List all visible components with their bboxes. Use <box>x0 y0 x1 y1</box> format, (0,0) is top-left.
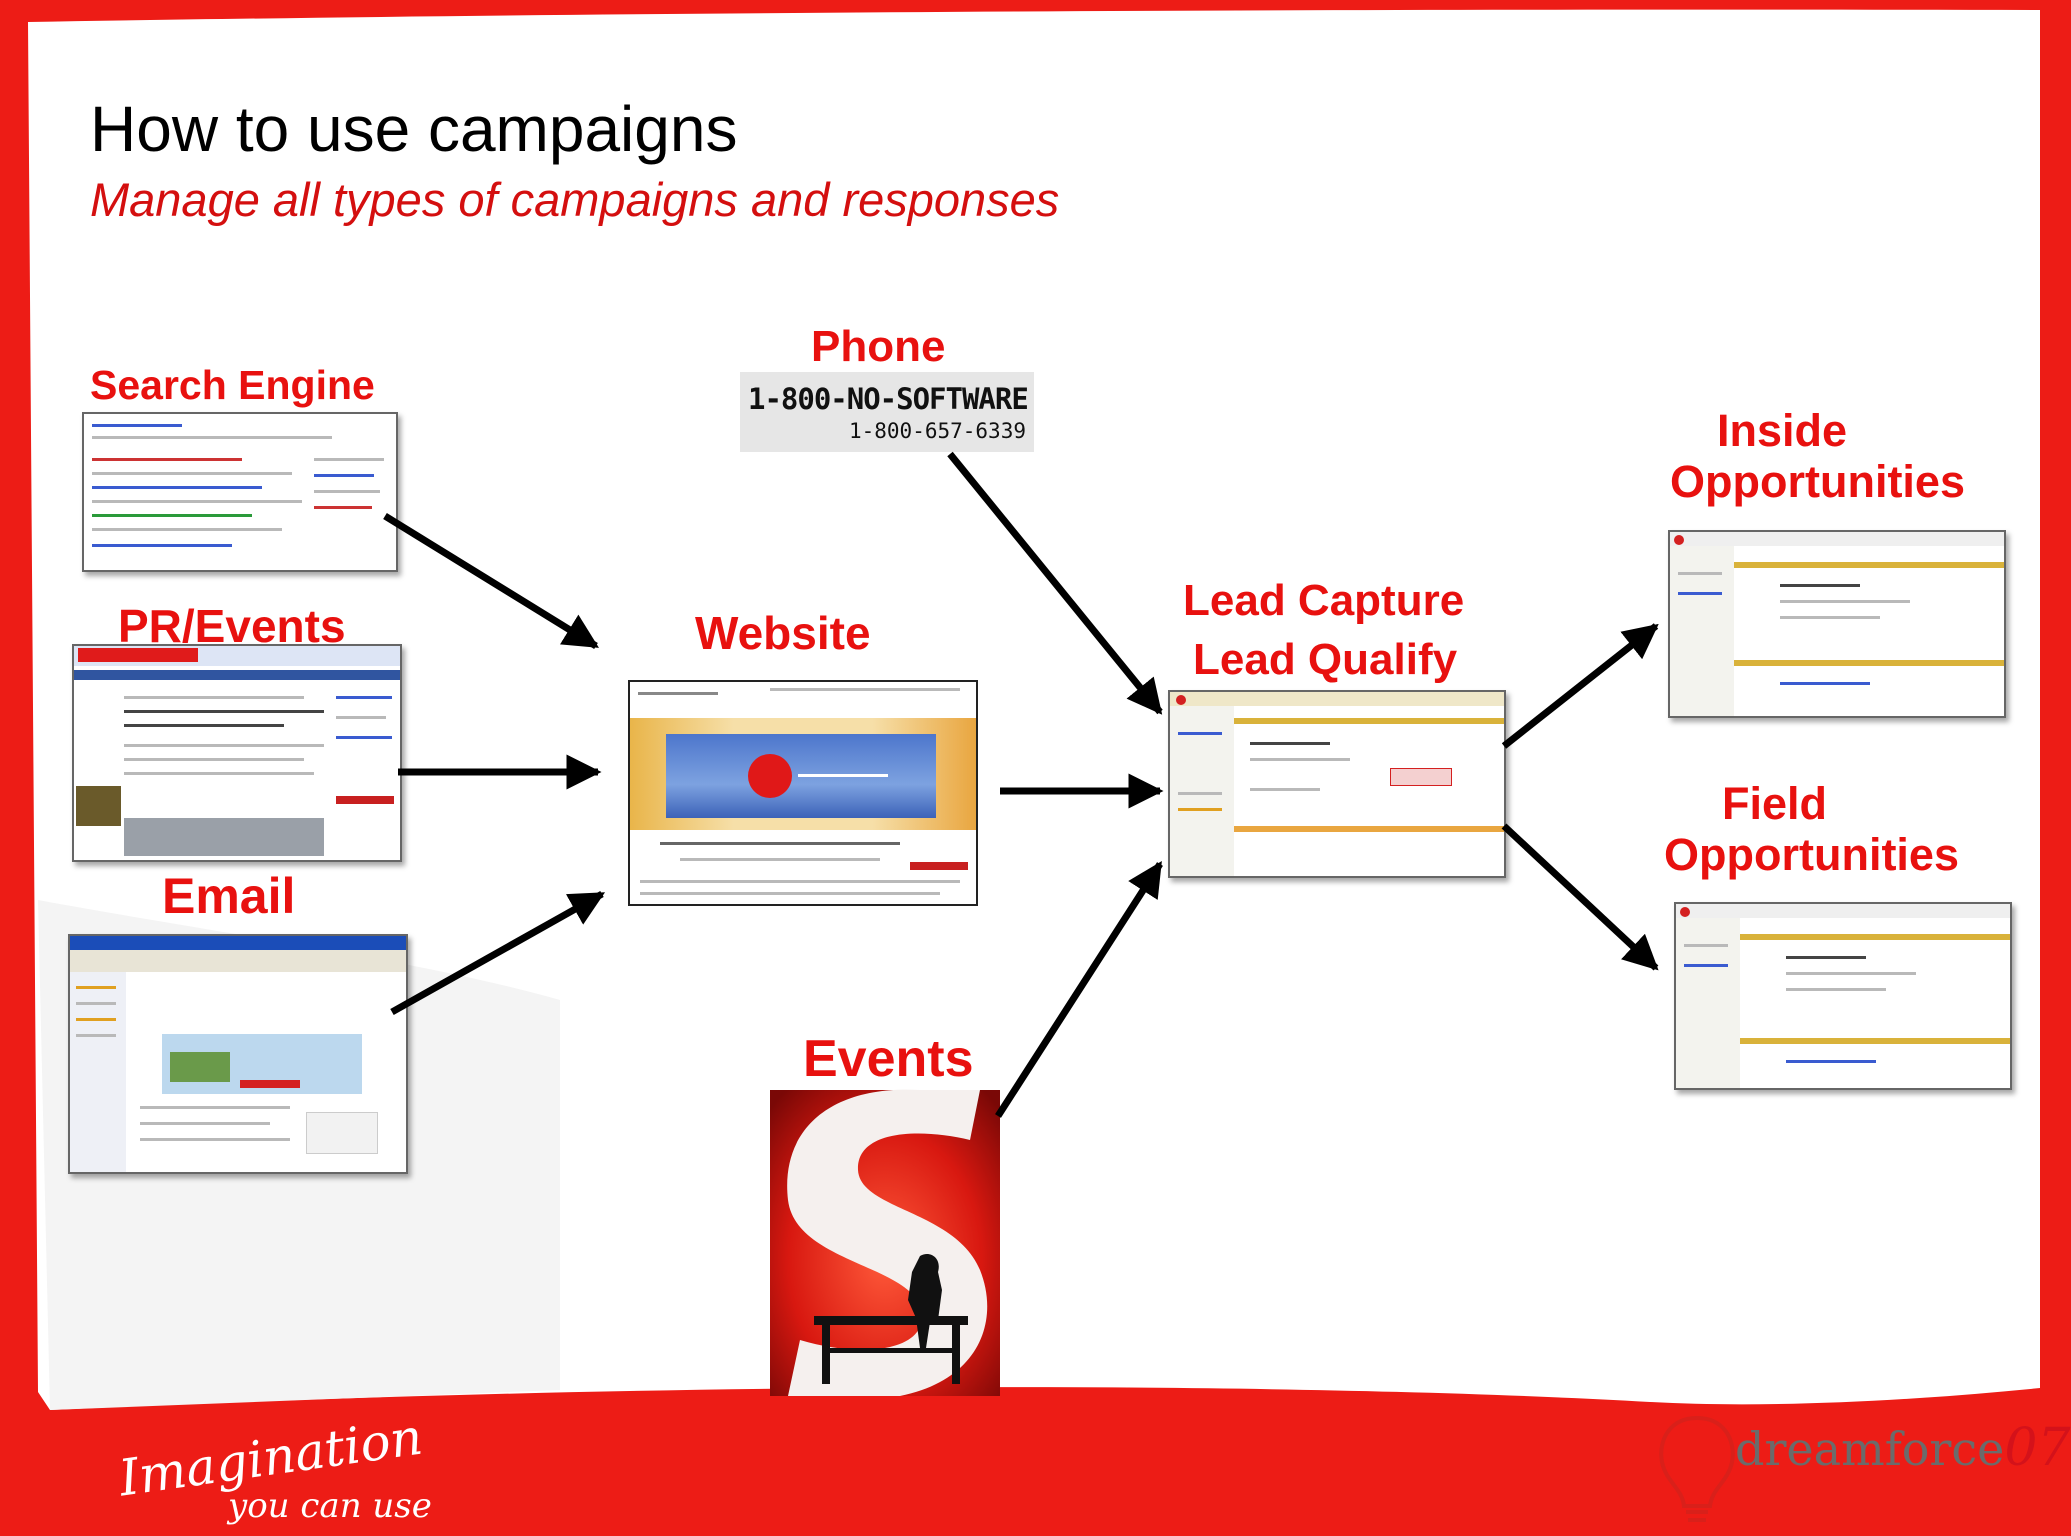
arrow-events-to-lead <box>995 861 1163 1118</box>
label-field-opportunities: Opportunities <box>1664 829 1959 880</box>
label-inside: Inside <box>1717 405 1848 456</box>
label-search-engine: Search Engine <box>90 362 375 408</box>
arrow-lead-to-field <box>1501 823 1659 971</box>
label-pr-events: PR/Events <box>118 600 346 652</box>
events-photo <box>770 1089 1000 1396</box>
field-opportunities-screenshot <box>1674 902 2012 1090</box>
website-screenshot <box>628 680 978 906</box>
label-phone: Phone <box>811 322 946 371</box>
slide-title: How to use campaigns <box>90 93 738 165</box>
phone-number: 1-800-657-6339 <box>848 419 1026 443</box>
label-lead-qualify: Lead Qualify <box>1193 635 1458 684</box>
tagline-line2: you can use <box>228 1486 432 1526</box>
arrow-search-to-website <box>383 513 599 649</box>
label-website: Website <box>695 607 871 659</box>
label-lead-capture: Lead Capture <box>1183 576 1465 625</box>
inside-opportunities-screenshot <box>1668 530 2006 718</box>
arrow-phone-to-lead <box>947 451 1163 715</box>
search-engine-screenshot <box>82 412 398 572</box>
email-screenshot <box>68 934 408 1174</box>
pr-events-screenshot <box>72 644 402 862</box>
logo-text: dreamforce <box>1735 1422 2005 1476</box>
arrow-lead-to-inside <box>1501 623 1659 749</box>
arrow-email-to-website <box>390 890 606 1016</box>
phone-vanity-number: 1-800-NO-SOFTWARE <box>748 382 1029 416</box>
footer-tagline: Imagination you can use <box>115 1408 432 1526</box>
slide-subtitle: Manage all types of campaigns and respon… <box>90 173 1060 226</box>
dreamforce-logo: dreamforce07 <box>1735 1418 2071 1478</box>
logo-year: 07 <box>2004 1418 2071 1478</box>
label-field: Field <box>1722 778 1828 829</box>
label-events: Events <box>803 1030 974 1088</box>
lightbulb-icon <box>1659 1415 1735 1522</box>
label-email: Email <box>162 868 296 924</box>
label-inside-opportunities: Opportunities <box>1670 456 1965 507</box>
lead-capture-screenshot <box>1168 690 1506 878</box>
phone-number-card: 1-800-NO-SOFTWARE 1-800-657-6339 <box>740 372 1034 452</box>
